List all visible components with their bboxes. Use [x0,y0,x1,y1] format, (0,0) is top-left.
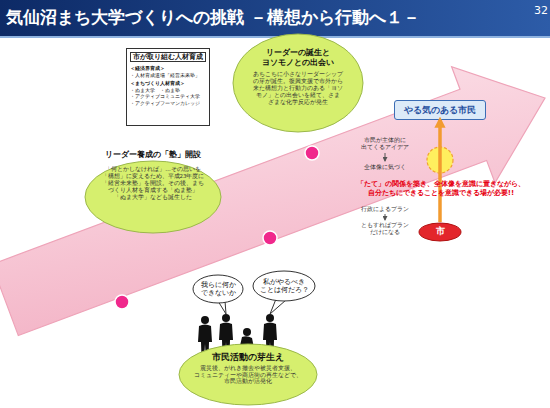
note-text: 全体像に気づく [355,164,415,171]
node-body: ・ぬま大学 ・ぬま塾 [130,87,206,94]
note-text: 行政によるプラン [355,206,415,213]
node-heading: 我らに何か できないか [195,281,241,297]
node-content: 市が取り組む人材育成 ＜経済界育成＞・人材育成道場「経営未来塾」＜まちづくり人材育… [127,49,209,125]
node-content: リーダー養成の「塾」開設「何とかしなければ」…その思いを 「構想」に変えるため、… [84,150,222,234]
note-text: 市民が主体的に 出てくるアイデア [355,137,415,151]
note-arrow [385,153,386,161]
note-arrow [385,214,386,220]
node-heading: やる気のある市民 [404,105,476,116]
ellipse-outline [233,34,363,132]
node-body: 震災後、がれき撤去や被災者支援、 コミュニティーや商店街の再生などで、 市民活動… [194,365,302,386]
node-content: 我らに何か できないか [192,274,244,304]
node-content: 市民活動の芽生え震災後、がれき撤去や被災者支援、 コミュニティーや商店街の再生な… [178,343,318,406]
node-heading: 市民活動の芽生え [212,352,284,363]
node-heading: 市が取り組む人材育成 [130,52,206,62]
node-content: 私がやるべき ことは何だろ？ [252,270,316,302]
milestone-ellipse: リーダーの誕生と ヨソモノとの出会いあちこちに小さなリーダーシップ の芽が誕生。… [232,33,364,133]
node-content: 市 [418,222,462,242]
timeline-dot [263,231,277,245]
note-text: ともすればプラン だけになる [355,222,415,236]
ellipse-outline [179,344,317,405]
speech-bubble: 我らに何か できないか [192,274,244,304]
node-body: 「何とかしなければ」…その思いを 「構想」に変えるため、平成23年度に 「経営未… [101,166,205,200]
milestone-ellipse: 市民活動の芽生え震災後、がれき撤去や被災者支援、 コミュニティーや商店街の再生な… [178,343,318,406]
city-ellipse: 市 [418,222,462,242]
node-body: ・人材育成道場「経営未来塾」 [130,72,206,79]
node-content: やる気のある市民 [395,101,485,119]
node-body: ・アクティブフーマンカレッジ [130,100,206,107]
milestone-ellipse: リーダー養成の「塾」開設「何とかしなければ」…その思いを 「構想」に変えるため、… [84,150,222,234]
node-content: リーダーの誕生と ヨソモノとの出会いあちこちに小さなリーダーシップ の芽が誕生。… [232,33,364,133]
header-bar [0,0,550,36]
program-box: 市が取り組む人材育成 ＜経済界育成＞・人材育成道場「経営未来塾」＜まちづくり人材育… [126,48,210,126]
node-heading: リーダー養成の「塾」開設 [105,150,201,160]
bubble-body [193,275,243,303]
slide-title: 気仙沼まち大学づくりへの挑戦 －構想から行動へ１－ [6,7,506,28]
node-body: あちこちに小さなリーダーシップ の芽が誕生。復興支援で市外から 来た構想力と行動… [250,71,346,105]
node-body: ＜まちづくり人材育成＞ [130,80,206,87]
node-heading: 市 [436,226,445,237]
node-heading: リーダーの誕生と ヨソモノとの出会い [257,48,339,68]
timeline-dot [305,146,319,160]
speech-bubble: 私がやるべき ことは何だろ？ [252,270,316,302]
key-message: 「たて」の関係を築き、全体像を意識に置きながら、 自分たちにできることを意識でき… [348,180,534,198]
page-number: 32 [518,4,548,18]
hub-circle [427,147,453,173]
node-body: ・アクティブコミュニティ大学 [130,93,206,100]
bubble-body [253,271,315,301]
node-heading: 私がやるべき ことは何だろ？ [255,278,313,294]
timeline-dot [115,295,129,309]
node-body: ＜経済界育成＞ [130,65,206,72]
citizen-box: やる気のある市民 [394,100,486,120]
ellipse-outline [419,223,461,241]
ellipse-outline [85,161,221,233]
flow-arrow [438,120,442,222]
